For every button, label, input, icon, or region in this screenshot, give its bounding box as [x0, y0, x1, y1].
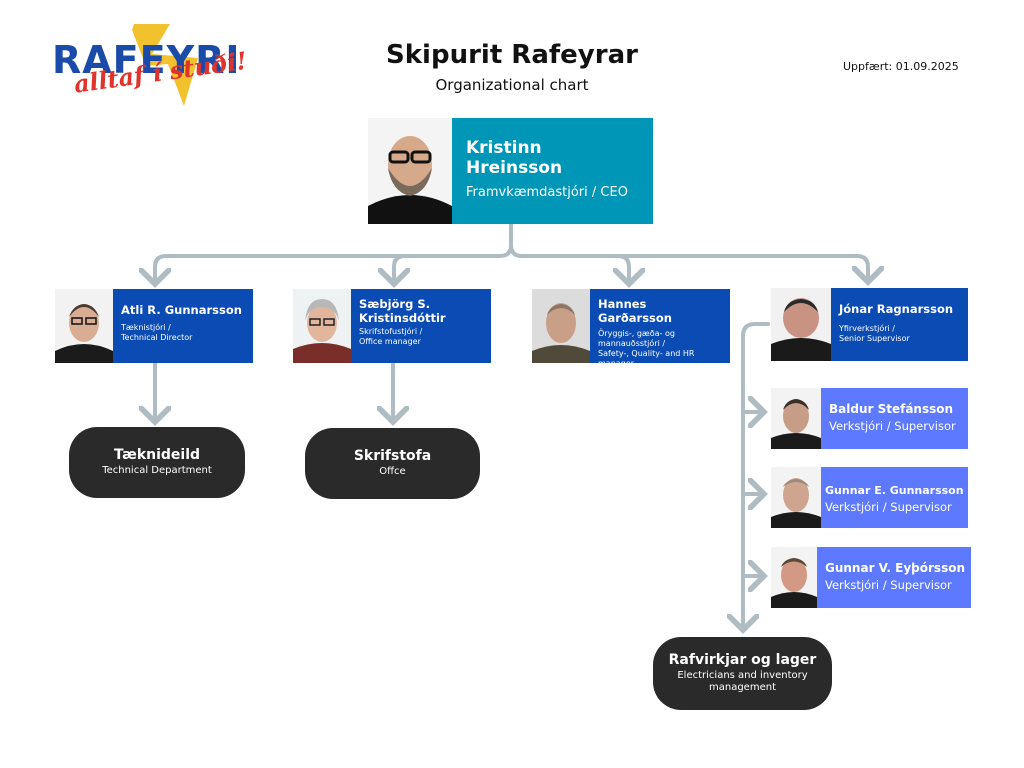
connector-ceo-senior [616, 254, 868, 282]
manager-role-en: Senior Supervisor [839, 334, 910, 343]
avatar-manager-office [293, 289, 351, 363]
manager-role-is: Yfirverkstjóri / [839, 324, 895, 333]
department-sub: Technical Department [102, 465, 212, 476]
connector-ceo-safety [509, 243, 629, 284]
page-title-block: Skipurit Rafeyrar Organizational chart [0, 40, 1024, 94]
ceo-role: Framvkæmdastjóri / CEO [466, 185, 628, 200]
supervisor-role: Verkstjóri / Supervisor [825, 578, 952, 592]
manager-role: Yfirverkstjóri / Senior Supervisor [839, 324, 962, 344]
manager-name: Jónar Ragnarsson [839, 302, 954, 316]
manager-role-en: Office manager [359, 337, 421, 346]
avatar-supervisor-3 [771, 547, 817, 608]
manager-name: Atli R. Gunnarsson [121, 303, 242, 317]
avatar-manager-safety [532, 289, 590, 363]
supervisor-card-1: Baldur Stefánsson Verkstjóri / Superviso… [771, 388, 968, 449]
department-name: Skrifstofa [353, 448, 432, 464]
avatar-ceo [368, 118, 452, 224]
supervisor-name: Gunnar V. Eyþórsson [825, 561, 965, 575]
connector-senior-trunk [743, 322, 770, 630]
connector-ceo-trunk [155, 222, 513, 284]
supervisor-role: Verkstjóri / Supervisor [825, 500, 952, 514]
manager-role-en: Safety-, Quality- and HR manager [598, 349, 695, 363]
logo-wordmark: RAFEYRI [52, 38, 241, 82]
department-office: Skrifstofa Offce [305, 428, 480, 499]
manager-role: Tæknistjóri / Technical Director [121, 323, 247, 343]
manager-role-en: Technical Director [121, 333, 193, 342]
supervisor-name: Baldur Stefánsson [829, 402, 954, 416]
updated-date: Uppfært: 01.09.2025 [843, 60, 959, 73]
ceo-card: Kristinn Hreinsson Framvkæmdastjóri / CE… [368, 118, 653, 224]
manager-card-safety: Hannes Garðarsson Öryggis-, gæða- og man… [532, 289, 730, 363]
department-sub: Electricians and inventory management [677, 670, 808, 693]
department-technical: Tæknideild Technical Department [69, 427, 245, 498]
page-title: Skipurit Rafeyrar [386, 40, 638, 70]
department-electricians: Rafvirkjar og lager Electricians and inv… [653, 637, 832, 710]
manager-card-office: Sæbjörg S. Kristinsdóttir Skrifstofustjó… [293, 289, 491, 363]
avatar-manager-senior [771, 288, 831, 361]
supervisor-card-3: Gunnar V. Eyþórsson Verkstjóri / Supervi… [771, 547, 971, 608]
manager-role-is: Skrifstofustjóri / [359, 327, 423, 336]
ceo-name: Kristinn Hreinsson [466, 138, 563, 178]
department-sub: Offce [379, 466, 406, 477]
supervisor-card-2: Gunnar E. Gunnarsson Verkstjóri / Superv… [771, 467, 968, 528]
department-name: Tæknideild [113, 447, 201, 463]
avatar-manager-technical [55, 289, 113, 363]
logo-bolt [132, 24, 198, 106]
page-subtitle: Organizational chart [435, 76, 589, 94]
department-name: Rafvirkjar og lager [668, 652, 817, 668]
manager-card-senior-supervisor: Jónar Ragnarsson Yfirverkstjóri / Senior… [771, 288, 968, 361]
supervisor-role: Verkstjóri / Supervisor [829, 419, 956, 433]
avatar-supervisor-1 [771, 388, 821, 449]
manager-role-is: Öryggis-, gæða- og mannauðsstjóri / [598, 329, 675, 348]
avatar-supervisor-2 [771, 467, 821, 528]
manager-name: Sæbjörg S. Kristinsdóttir [359, 297, 446, 325]
manager-role-is: Tæknistjóri / [121, 323, 171, 332]
supervisor-name: Gunnar E. Gunnarsson [825, 484, 964, 497]
manager-name: Hannes Garðarsson [598, 297, 672, 325]
manager-role: Öryggis-, gæða- og mannauðsstjóri / Safe… [598, 329, 724, 363]
connector-ceo-office [394, 254, 405, 284]
manager-card-technical: Atli R. Gunnarsson Tæknistjóri / Technic… [55, 289, 253, 363]
manager-role: Skrifstofustjóri / Office manager [359, 327, 485, 347]
